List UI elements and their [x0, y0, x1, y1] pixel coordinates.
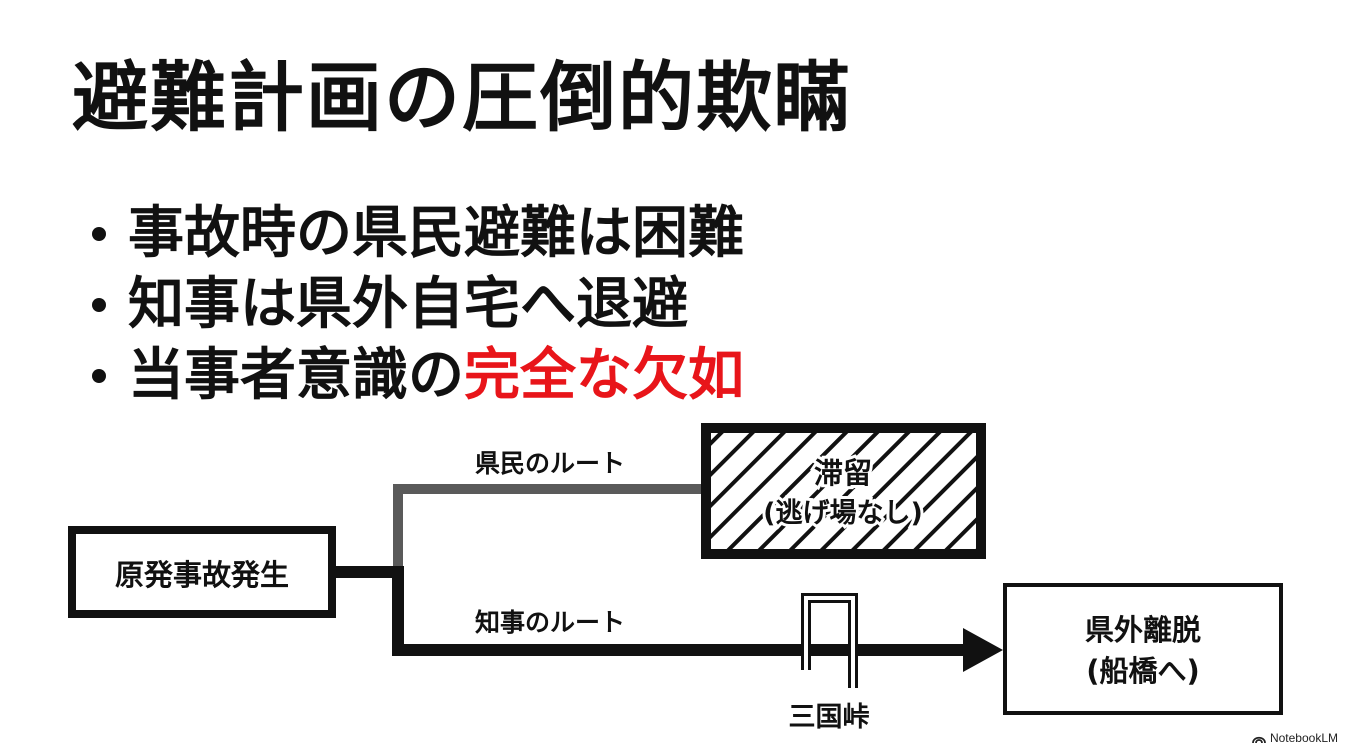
resident-route-line [333, 484, 706, 577]
notebooklm-branding: NotebookLM [1252, 731, 1338, 745]
destination-box [1003, 583, 1283, 715]
bullet-item: 当事者意識の完全な欠如 [92, 340, 744, 411]
bullet-item: 事故時の県民避難は困難 [92, 198, 744, 269]
notebooklm-icon [1252, 736, 1266, 744]
mountain-pass-label: 三国峠 [789, 702, 870, 733]
bullet-text: 事故時の県民避難は困難 [128, 201, 744, 266]
bullet-highlight-text: 完全な欠如 [464, 343, 744, 408]
stuck-box [701, 423, 986, 559]
destination-label-line1: 県外離脱 [1085, 613, 1201, 647]
bullet-text: 知事は県外自宅へ退避 [128, 272, 688, 337]
bullet-text: 当事者意識の [128, 343, 464, 408]
route-arrowhead-icon [963, 628, 1003, 672]
mountain-pass-gate-icon [801, 593, 858, 688]
start-box [68, 526, 336, 618]
bullet-dot-icon [92, 226, 106, 241]
governor-route-line [333, 566, 965, 656]
stuck-label-line1: 滞留 [814, 456, 872, 490]
destination-label-line2: (船橋へ) [1086, 654, 1200, 688]
bullet-item: 知事は県外自宅へ退避 [92, 269, 744, 340]
mountain-pass-gate-inner [804, 596, 855, 688]
start-label: 原発事故発生 [115, 558, 289, 592]
slide-title: 避難計画の圧倒的欺瞞 [72, 53, 852, 142]
resident-route-label: 県民のルート [475, 449, 625, 478]
governor-route-label: 知事のルート [475, 608, 625, 637]
stuck-label-line2: (逃げ場なし) [763, 498, 923, 529]
bullet-dot-icon [92, 297, 106, 312]
branding-label: NotebookLM [1269, 731, 1338, 745]
bullet-list: 事故時の県民避難は困難 知事は県外自宅へ退避 当事者意識の完全な欠如 [92, 198, 744, 411]
bullet-dot-icon [92, 368, 106, 383]
